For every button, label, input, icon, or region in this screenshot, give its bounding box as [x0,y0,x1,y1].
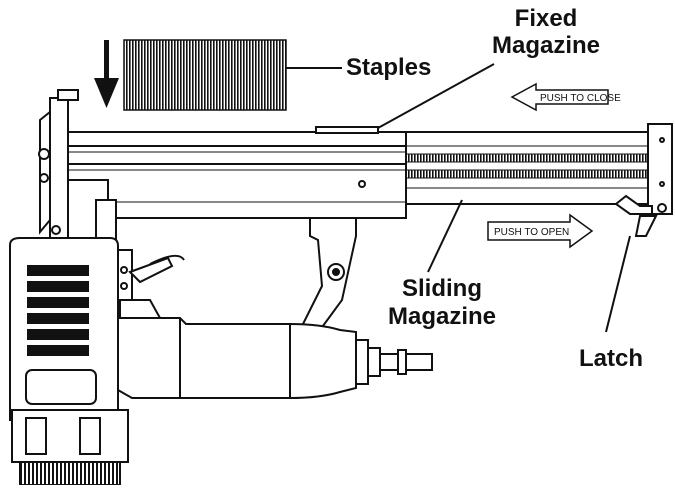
fixed-magazine [67,126,407,219]
handle-grip [117,317,433,399]
latch [614,194,658,237]
latch-label: Latch [578,345,643,372]
tool-body [9,237,129,486]
trigger-assembly [117,249,185,319]
sliding-magazine-leader-line [427,199,463,273]
fixed-magazine-leader-line [377,63,495,129]
push-to-close-label: PUSH TO CLOSE [540,93,621,104]
sliding-magazine-label-line1: Sliding [402,275,482,302]
sliding-magazine [405,123,673,215]
staple-strip [123,39,287,111]
magazine-bracket [298,217,357,331]
push-to-close-arrow [510,82,609,112]
staples-label: Staples [346,54,432,81]
load-direction-arrow [94,40,119,108]
push-to-open-arrow [487,213,594,249]
nose-assembly [38,89,117,249]
fixed-magazine-label-line1: Fixed [514,5,578,32]
push-to-open-label: PUSH TO OPEN [494,227,569,238]
sliding-magazine-label-line2: Magazine [387,303,497,330]
fixed-magazine-label-line2: Magazine [491,32,601,59]
latch-leader-line [605,235,631,333]
